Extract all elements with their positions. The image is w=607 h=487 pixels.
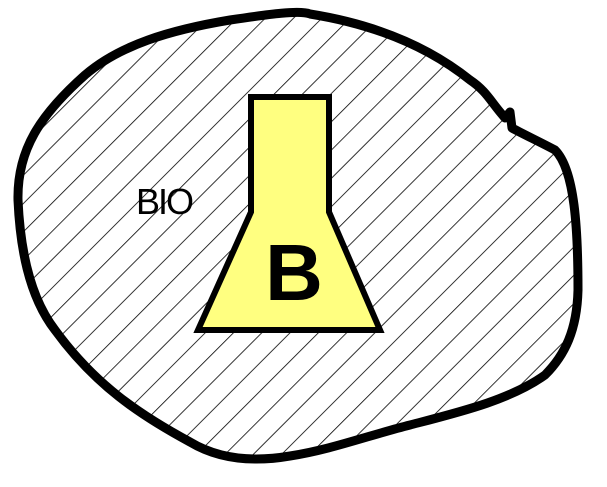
flask-letter: B <box>265 228 323 317</box>
flask-shape <box>193 94 385 333</box>
bio-region-label: BIO <box>136 181 193 222</box>
